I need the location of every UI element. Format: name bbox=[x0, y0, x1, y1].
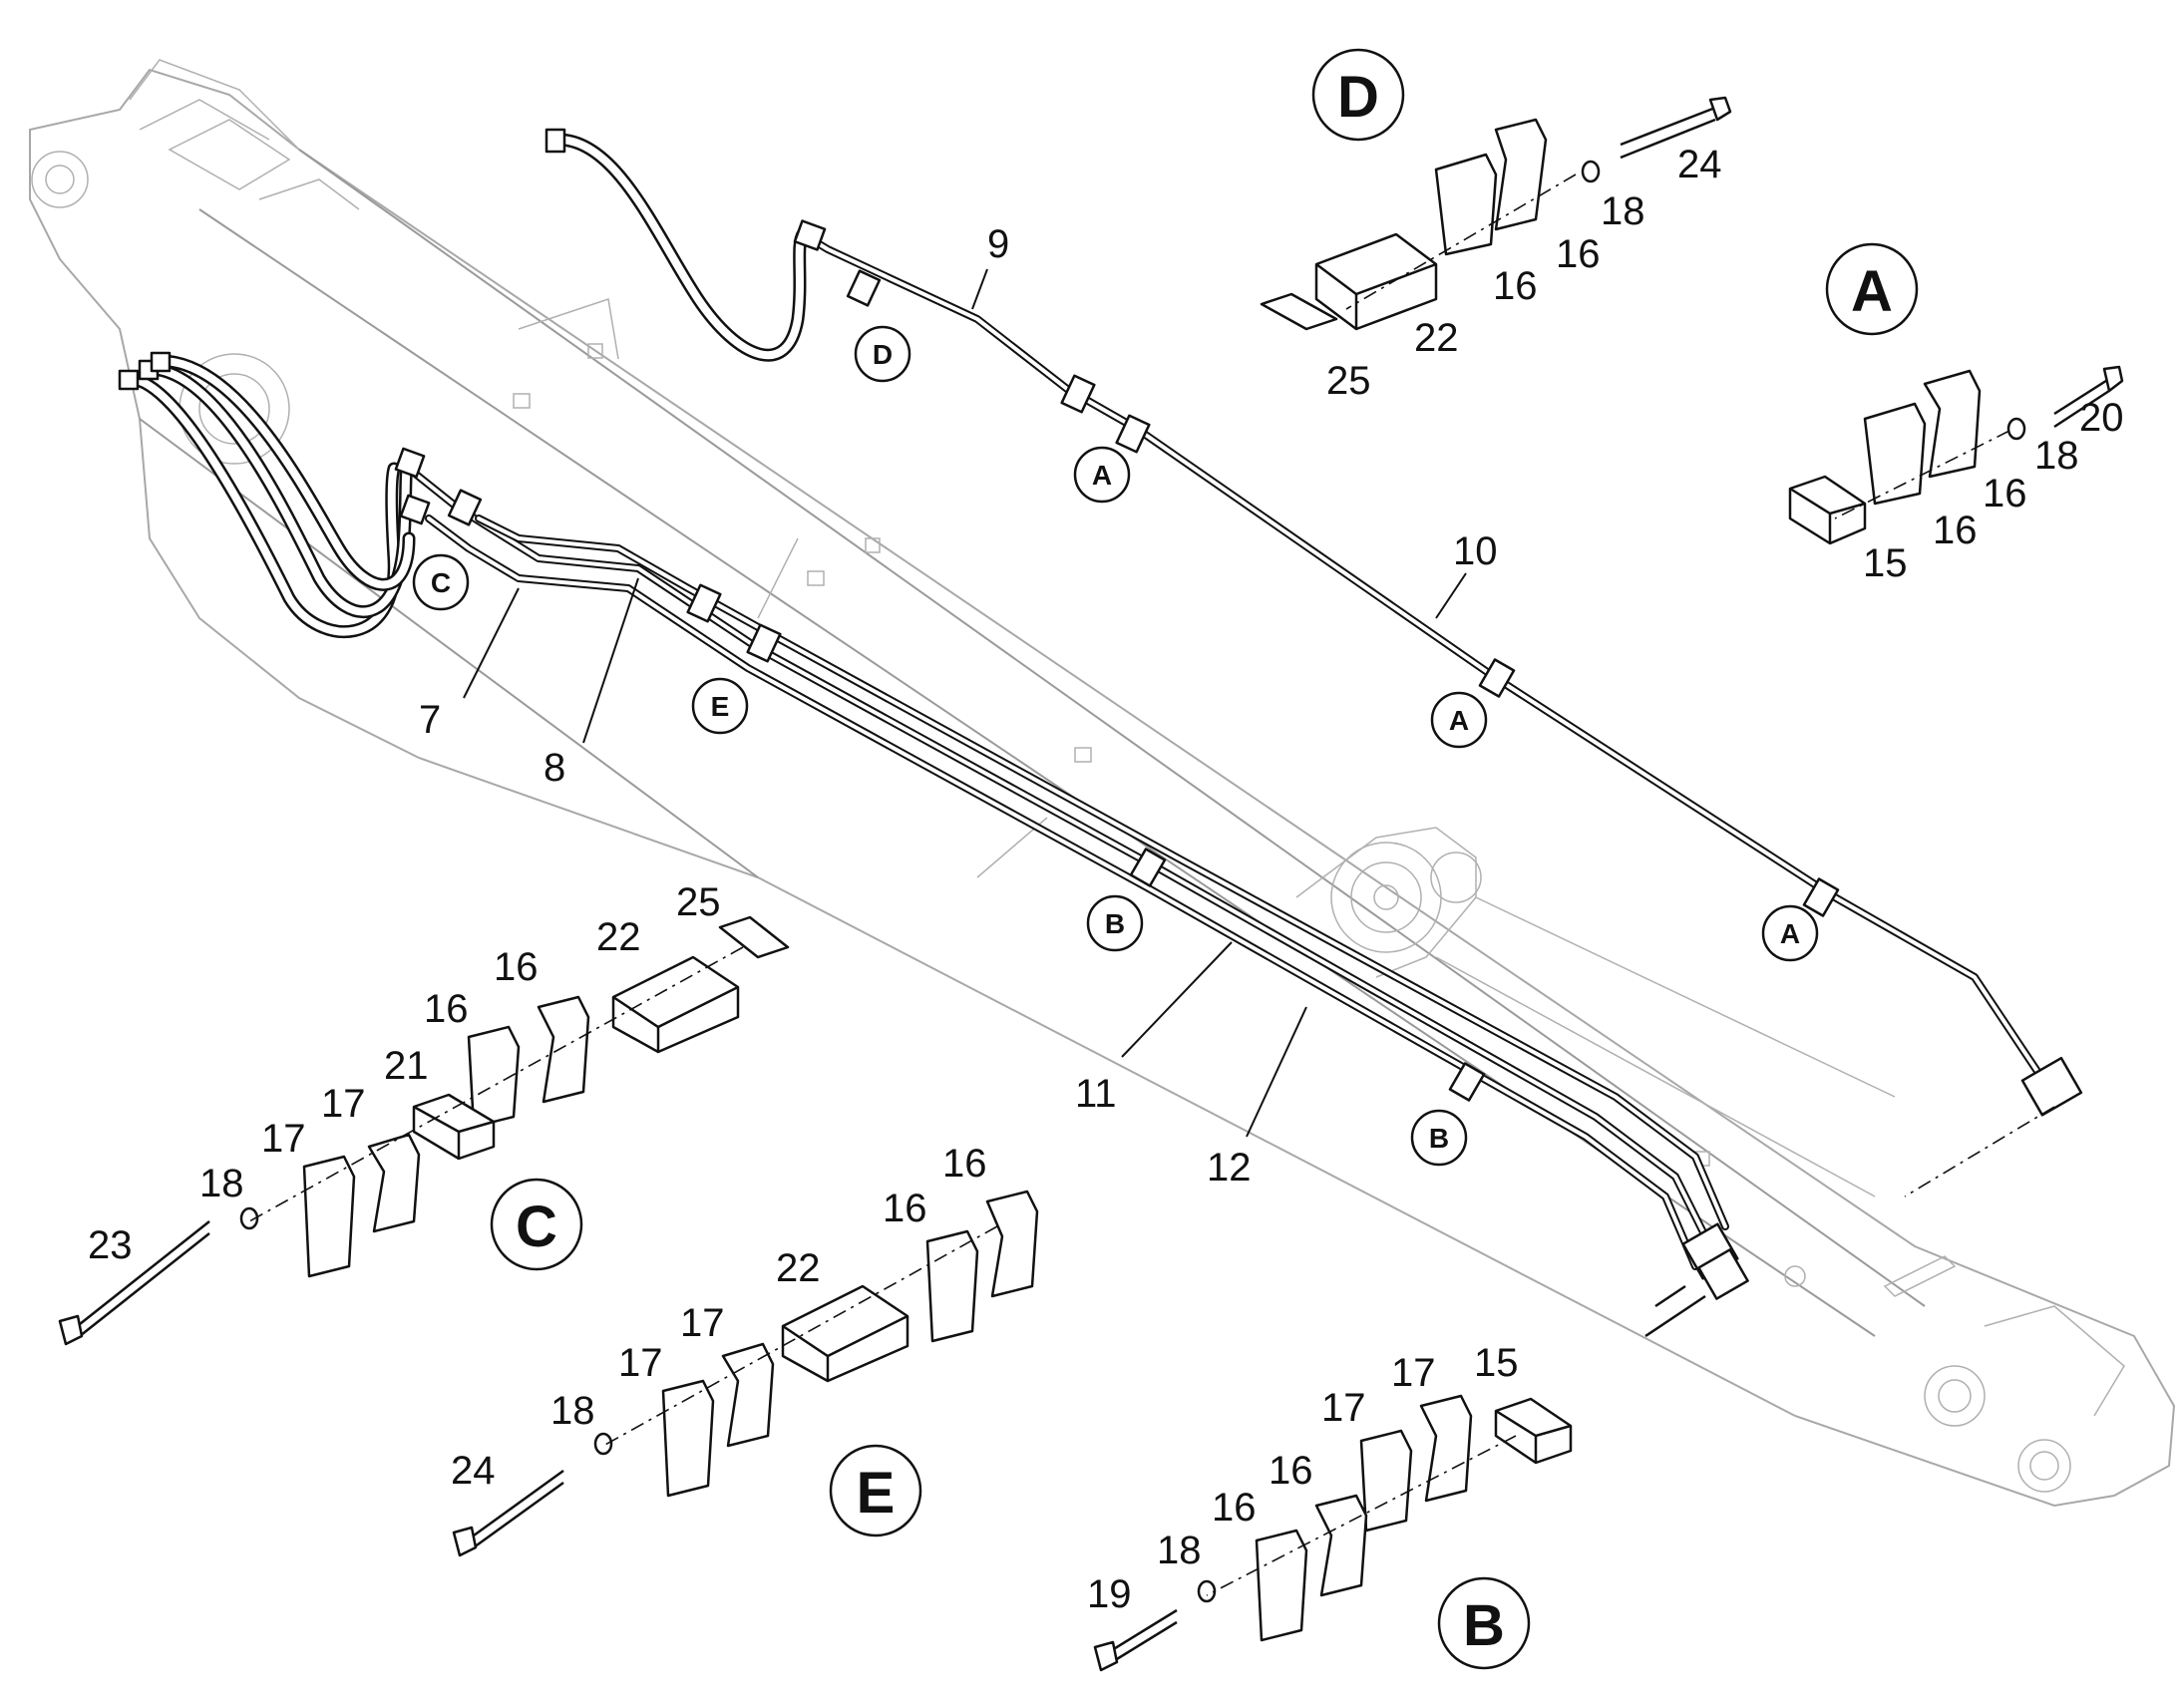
svg-text:22: 22 bbox=[776, 1246, 821, 1290]
callout-a-1: A bbox=[1073, 446, 1131, 504]
svg-text:16: 16 bbox=[1556, 232, 1601, 276]
callout-b-1: B bbox=[1086, 894, 1144, 952]
svg-text:15: 15 bbox=[1474, 1341, 1519, 1385]
callout-b-2: B bbox=[1410, 1109, 1468, 1167]
detail-d: D 24 18 16 16 22 25 bbox=[1260, 48, 1732, 403]
detail-e: E 16 16 22 17 17 18 24 bbox=[451, 1142, 1039, 1557]
svg-text:19: 19 bbox=[1087, 1572, 1132, 1616]
svg-text:18: 18 bbox=[1601, 189, 1645, 233]
svg-text:E: E bbox=[711, 691, 730, 722]
detail-c: C 25 22 16 16 21 17 17 18 23 bbox=[58, 880, 790, 1346]
svg-text:17: 17 bbox=[321, 1082, 366, 1126]
part-label-12: 12 bbox=[1207, 1146, 1252, 1190]
svg-text:16: 16 bbox=[883, 1187, 927, 1230]
part-label-8: 8 bbox=[544, 746, 565, 790]
callout-d: D bbox=[854, 325, 911, 383]
svg-text:18: 18 bbox=[1157, 1529, 1202, 1572]
svg-text:23: 23 bbox=[88, 1223, 133, 1267]
svg-text:16: 16 bbox=[942, 1142, 987, 1186]
callout-a-3: A bbox=[1761, 904, 1819, 962]
svg-text:21: 21 bbox=[384, 1044, 429, 1088]
svg-text:24: 24 bbox=[451, 1449, 496, 1493]
svg-text:B: B bbox=[1463, 1593, 1505, 1658]
svg-text:25: 25 bbox=[676, 880, 721, 924]
svg-text:17: 17 bbox=[1321, 1386, 1366, 1430]
detail-a: A 20 18 16 16 15 bbox=[1788, 242, 2124, 585]
hose-assembly bbox=[118, 128, 810, 639]
svg-text:17: 17 bbox=[680, 1301, 725, 1345]
svg-text:15: 15 bbox=[1863, 541, 1908, 585]
detail-b: B 15 17 17 16 16 18 19 bbox=[1087, 1341, 1573, 1672]
svg-text:D: D bbox=[873, 339, 893, 370]
callout-c: C bbox=[412, 553, 470, 611]
svg-text:16: 16 bbox=[494, 945, 539, 989]
svg-text:A: A bbox=[1449, 705, 1469, 736]
svg-text:16: 16 bbox=[1983, 472, 2027, 515]
svg-text:A: A bbox=[1851, 259, 1893, 324]
svg-text:E: E bbox=[857, 1461, 896, 1526]
clamp-callouts: D A A A C E B B bbox=[412, 325, 1819, 1167]
pipe-clamps bbox=[447, 269, 1840, 1102]
svg-text:C: C bbox=[431, 567, 451, 598]
svg-text:24: 24 bbox=[1677, 143, 1722, 186]
svg-text:A: A bbox=[1092, 460, 1112, 491]
svg-text:D: D bbox=[1337, 65, 1379, 130]
svg-text:16: 16 bbox=[1933, 509, 1978, 552]
part-label-9: 9 bbox=[987, 222, 1009, 266]
svg-text:17: 17 bbox=[1391, 1351, 1436, 1395]
part-number-labels: 9 10 7 8 11 12 bbox=[419, 222, 1498, 1190]
svg-text:18: 18 bbox=[2034, 434, 2079, 478]
part-label-11: 11 bbox=[1075, 1072, 1117, 1116]
leader-lines bbox=[463, 268, 1467, 1138]
svg-text:16: 16 bbox=[1493, 264, 1538, 308]
svg-text:18: 18 bbox=[550, 1389, 595, 1433]
svg-text:16: 16 bbox=[1269, 1449, 1313, 1493]
svg-text:25: 25 bbox=[1326, 359, 1371, 403]
svg-text:B: B bbox=[1105, 908, 1125, 939]
svg-text:22: 22 bbox=[596, 915, 641, 959]
part-label-10: 10 bbox=[1453, 529, 1498, 573]
svg-text:22: 22 bbox=[1414, 316, 1459, 360]
svg-text:B: B bbox=[1429, 1123, 1449, 1154]
svg-text:17: 17 bbox=[261, 1117, 306, 1161]
svg-text:17: 17 bbox=[618, 1341, 663, 1385]
callout-a-2: A bbox=[1430, 691, 1488, 749]
callout-e: E bbox=[691, 677, 749, 735]
part-label-7: 7 bbox=[419, 698, 441, 742]
svg-text:A: A bbox=[1780, 918, 1800, 949]
svg-text:16: 16 bbox=[424, 987, 469, 1031]
svg-text:C: C bbox=[516, 1195, 557, 1259]
svg-text:16: 16 bbox=[1212, 1486, 1257, 1530]
svg-text:20: 20 bbox=[2079, 396, 2124, 440]
svg-text:18: 18 bbox=[199, 1162, 244, 1205]
